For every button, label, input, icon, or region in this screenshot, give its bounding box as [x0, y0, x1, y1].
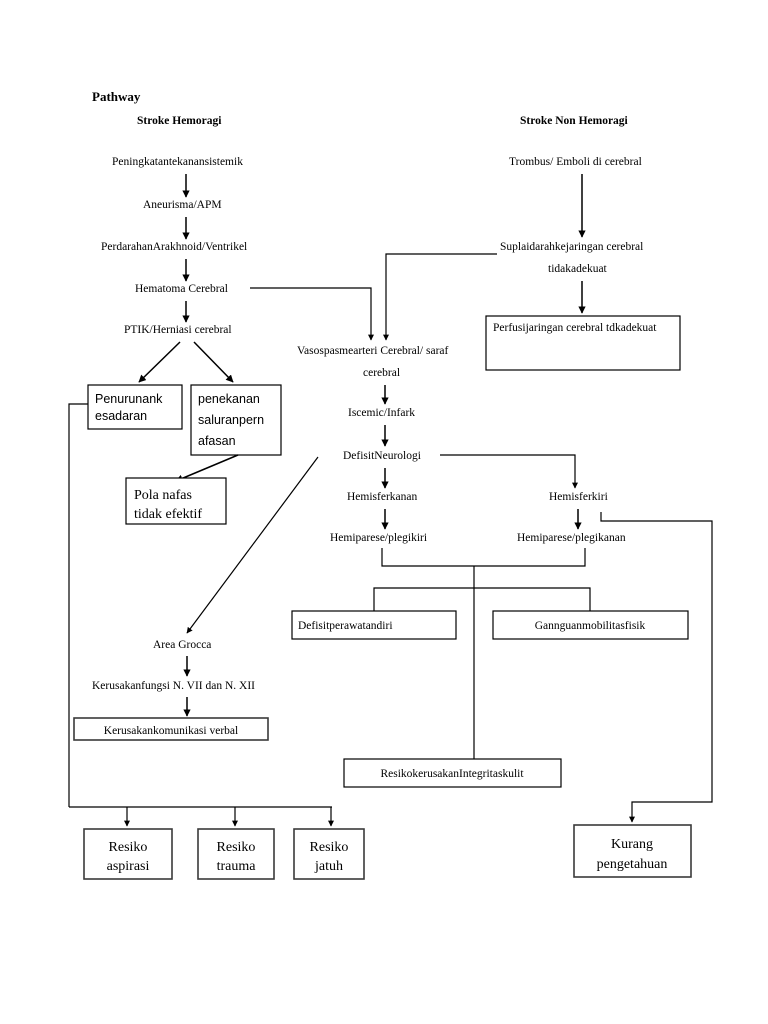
label-resiko-kerusakan-integritas-kulit: ResikokerusakanIntegritaskulit — [380, 768, 524, 780]
box-resiko-aspirasi — [83, 828, 173, 880]
page-title: Pathway — [92, 89, 141, 104]
label-resiko-jatuh-line2: jatuh — [314, 859, 343, 874]
connector-ptik-to-penekanan — [193, 341, 234, 383]
box-penekanan-saluran-pernafasan — [190, 384, 282, 456]
node-peningkatan-tekanan-sistemik: Peningkatantekanansistemik — [112, 156, 243, 168]
node-trombus-emboli: Trombus/ Emboli di cerebral — [509, 156, 642, 168]
connector-hemisfer-kiri-to-kurang-pengetahuan — [600, 512, 713, 823]
connector-hemiparese-join-bar — [381, 548, 586, 567]
label-kerusakan-komunikasi-verbal: Kerusakankomunikasi verbal — [104, 725, 238, 737]
label-penekanan-line3: afasan — [198, 434, 236, 448]
label-pola-nafas-line2: tidak efektif — [134, 507, 202, 522]
connector-suplai-to-vasospasme — [383, 253, 497, 341]
connector-penurunan-to-resiko-bus — [68, 403, 88, 807]
node-hematoma-cerebral: Hematoma Cerebral — [135, 283, 228, 295]
label-penurunan-line1: Penurunank — [95, 392, 163, 406]
box-resiko-trauma — [197, 828, 275, 880]
node-hemiparese-plegikiri: Hemiparese/plegikiri — [330, 532, 427, 544]
heading-stroke-hemoragi: Stroke Hemoragi — [137, 115, 222, 127]
node-kerusakan-fungsi-nervus: Kerusakanfungsi N. VII dan N. XII — [92, 680, 255, 692]
label-resiko-trauma-line2: trauma — [217, 859, 257, 874]
label-pola-nafas-line1: Pola nafas — [134, 488, 192, 503]
box-penurunan-kesadaran — [87, 384, 183, 430]
node-ptik-herniasi: PTIK/Herniasi cerebral — [124, 324, 232, 336]
label-defisit-perawatan-diri: Defisitperawatandiri — [298, 620, 393, 632]
box-defisit-perawatan-diri — [291, 610, 457, 640]
box-kerusakan-komunikasi-verbal — [73, 717, 269, 741]
label-gangguan-mobilitas-fisik: Gannguanmobilitasfisik — [535, 620, 646, 632]
node-aneurisma-apm: Aneurisma/APM — [143, 199, 222, 211]
connector-ptik-to-penurunan — [138, 341, 181, 383]
box-resiko-jatuh — [293, 828, 365, 880]
node-defisit-neurologi: DefisitNeurologi — [343, 450, 421, 462]
box-kurang-pengetahuan — [573, 824, 692, 878]
node-hemisfer-kiri: Hemisferkiri — [549, 491, 608, 503]
node-area-grocca: Area Grocca — [153, 639, 211, 651]
label-penekanan-line2: saluranpern — [198, 413, 264, 427]
label-resiko-trauma-line1: Resiko — [217, 840, 256, 855]
label-resiko-aspirasi-line1: Resiko — [109, 840, 148, 855]
node-hemisfer-kanan: Hemisferkanan — [347, 491, 417, 503]
box-resiko-kerusakan-integritas-kulit — [343, 758, 562, 788]
node-iscemic-infark: Iscemic/Infark — [348, 407, 415, 419]
node-vasospasme-line2: cerebral — [363, 367, 400, 379]
node-suplai-darah-line1: Suplaidarahkejaringan cerebral — [500, 241, 643, 253]
label-resiko-jatuh-line1: Resiko — [310, 840, 349, 855]
label-penurunan-line2: esadaran — [95, 409, 147, 423]
heading-stroke-non-hemoragi: Stroke Non Hemoragi — [520, 115, 629, 127]
node-hemiparese-plegikanan: Hemiparese/plegikanan — [517, 532, 626, 544]
node-vasospasme-line1: Vasospasmearteri Cerebral/ saraf — [297, 345, 449, 357]
label-resiko-aspirasi-line2: aspirasi — [107, 859, 150, 874]
box-gangguan-mobilitas-fisik — [492, 610, 689, 640]
label-perfusi: Perfusijaringan cerebral tdkadekuat — [493, 322, 657, 334]
label-kurang-pengetahuan-line2: pengetahuan — [597, 857, 668, 872]
box-perfusi-jaringan-cerebral — [485, 315, 681, 371]
connector-distribution-bar-to-boxes — [373, 587, 591, 613]
node-suplai-darah-line2: tidakadekuat — [548, 263, 608, 275]
box-pola-nafas-tidak-efektif — [125, 477, 227, 525]
node-perdarahan-arakhnoid: PerdarahanArakhnoid/Ventrikel — [101, 241, 247, 253]
connector-hematoma-to-vasospasme — [250, 287, 374, 341]
connector-defisit-to-area-grocca — [186, 456, 319, 634]
connector-defisit-to-hemisfer-kiri — [440, 454, 578, 489]
label-penekanan-line1: penekanan — [198, 392, 260, 406]
connector-penekanan-to-pola-nafas — [175, 454, 239, 482]
label-kurang-pengetahuan-line1: Kurang — [611, 837, 653, 852]
